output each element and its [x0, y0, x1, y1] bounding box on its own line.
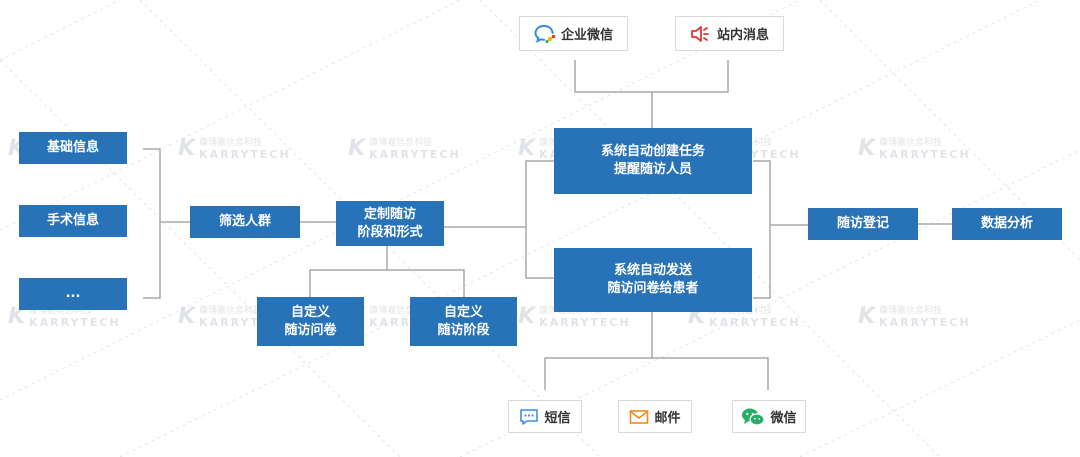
email-label: 邮件	[654, 411, 681, 426]
analysis-box[interactable]: 数据分析	[952, 208, 1062, 240]
wechat-icon	[741, 407, 766, 427]
email-channel[interactable]: 邮件	[618, 400, 692, 433]
wecom-label: 企业微信	[560, 28, 613, 43]
sms-label: 短信	[544, 411, 571, 426]
custom-questionnaire-box[interactable]: 自定义随访问卷	[257, 297, 364, 346]
wecom-channel[interactable]: 企业微信	[519, 16, 628, 51]
wechat-label: 微信	[770, 411, 797, 426]
site-message-channel[interactable]: 站内消息	[675, 16, 784, 51]
auto-send-box[interactable]: 系统自动发送随访问卷给患者	[554, 248, 752, 312]
site-message-label: 站内消息	[716, 28, 769, 43]
speaker-icon	[690, 25, 712, 43]
more-inputs-box[interactable]: ...	[19, 278, 127, 310]
sms-channel[interactable]: 短信	[508, 400, 582, 433]
filter-group-box[interactable]: 筛选人群	[190, 206, 300, 238]
define-stages-box[interactable]: 定制随访阶段和形式	[336, 201, 444, 246]
basic-info-box[interactable]: 基础信息	[19, 132, 127, 164]
email-icon	[629, 409, 649, 425]
custom-stage-box[interactable]: 自定义随访阶段	[410, 297, 517, 346]
sms-icon	[519, 408, 539, 426]
surgery-info-box[interactable]: 手术信息	[19, 205, 127, 237]
register-box[interactable]: 随访登记	[808, 208, 918, 240]
auto-task-box[interactable]: 系统自动创建任务提醒随访人员	[554, 128, 752, 194]
wechat-channel[interactable]: 微信	[732, 400, 806, 433]
wecom-icon	[534, 24, 556, 44]
